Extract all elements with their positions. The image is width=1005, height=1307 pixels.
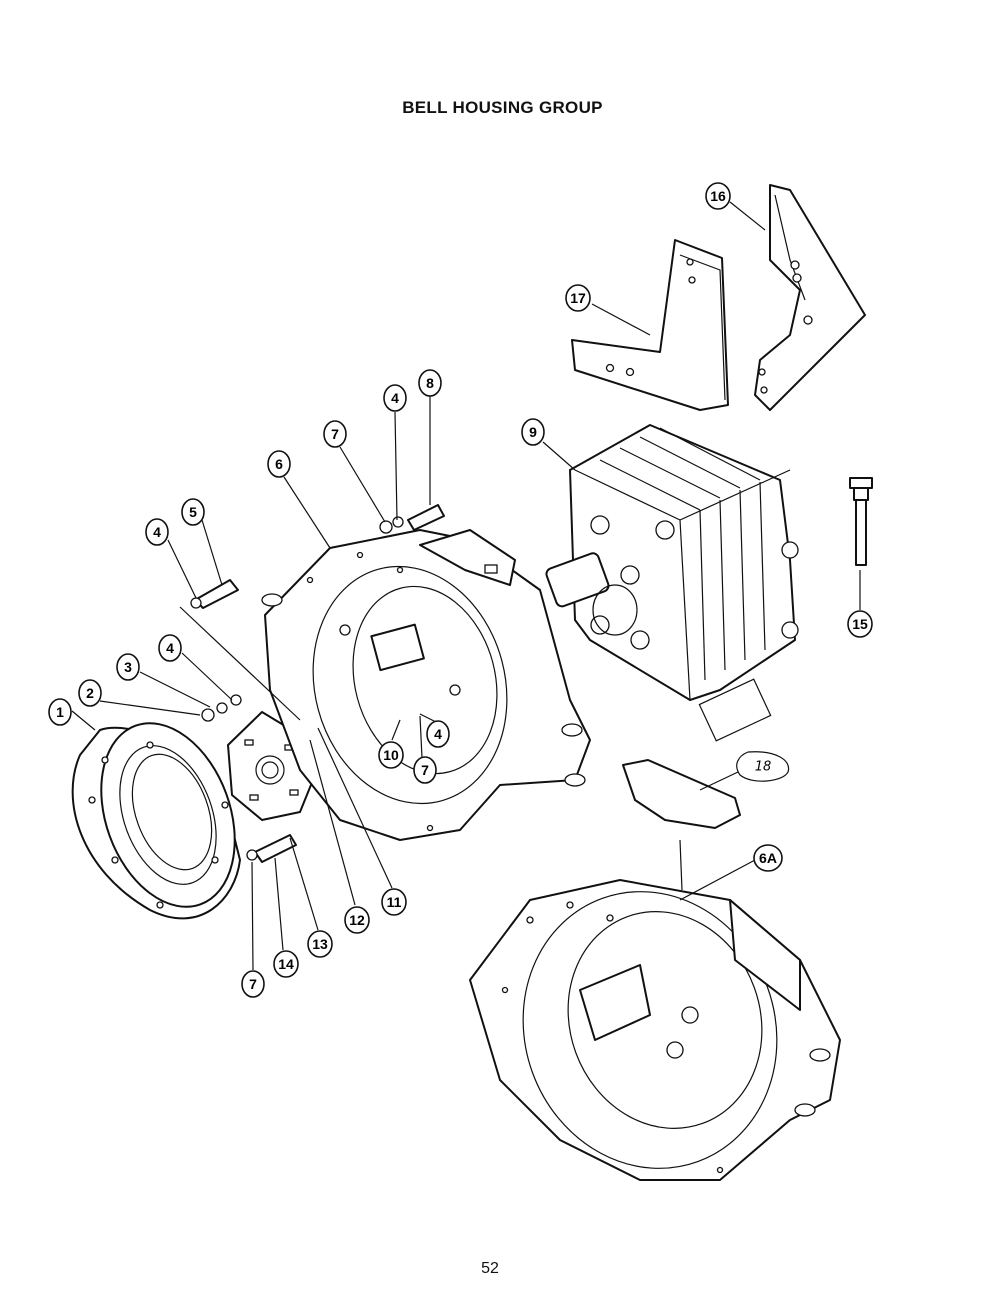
callout-label: 14 xyxy=(278,956,294,972)
callout-label: 7 xyxy=(331,426,339,442)
adapter-plate xyxy=(71,722,241,920)
callout-18-handwritten: 18 xyxy=(736,751,790,782)
callout-label: 7 xyxy=(421,762,429,778)
callout-label: 2 xyxy=(86,685,94,701)
long-bolt xyxy=(849,477,873,566)
callout-label: 15 xyxy=(852,616,868,632)
callout-label: 1 xyxy=(56,704,64,720)
callout-5: 5 xyxy=(181,498,205,526)
callout-label: 10 xyxy=(383,747,399,763)
callout-16: 16 xyxy=(705,182,731,210)
callout-4: 4 xyxy=(145,518,169,546)
callout-2: 2 xyxy=(78,679,102,707)
callout-7: 7 xyxy=(413,756,437,784)
callout-10: 10 xyxy=(378,741,404,769)
callout-9: 9 xyxy=(521,418,545,446)
callout-label: 13 xyxy=(312,936,328,952)
callout-17: 17 xyxy=(565,284,591,312)
callout-15: 15 xyxy=(847,610,873,638)
callout-label: 11 xyxy=(387,894,402,910)
bell-housing-6a xyxy=(469,879,841,1181)
callout-14: 14 xyxy=(273,950,299,978)
gasket xyxy=(622,759,741,829)
callout-4: 4 xyxy=(383,384,407,412)
callout-label: 3 xyxy=(124,659,132,675)
callout-label: 4 xyxy=(166,640,174,656)
page-number: 52 xyxy=(481,1260,499,1277)
callout-12: 12 xyxy=(344,906,370,934)
callout-8: 8 xyxy=(418,369,442,397)
callout-label: 4 xyxy=(434,726,442,742)
callout-label: 5 xyxy=(189,504,197,520)
callout-4: 4 xyxy=(426,720,450,748)
callout-11: 11 xyxy=(381,888,407,916)
callout-6a: 6A xyxy=(753,844,783,872)
leader-lines xyxy=(71,201,861,971)
page-title: BELL HOUSING GROUP xyxy=(402,98,603,117)
callout-label: 9 xyxy=(529,424,537,440)
callout-label: 16 xyxy=(710,188,726,204)
callout-7: 7 xyxy=(241,970,265,998)
callout-label: 17 xyxy=(570,290,586,306)
callout-label: 4 xyxy=(391,390,399,406)
callout-13: 13 xyxy=(307,930,333,958)
callout-3: 3 xyxy=(116,653,140,681)
callout-label: 6 xyxy=(275,456,283,472)
bracket-17 xyxy=(571,239,729,411)
callout-6: 6 xyxy=(267,450,291,478)
callout-label: 8 xyxy=(426,375,434,391)
callout-label: 4 xyxy=(153,524,161,540)
callout-label: 7 xyxy=(249,976,257,992)
callout-label: 6A xyxy=(759,850,777,866)
callout-1: 1 xyxy=(48,698,72,726)
callout-7: 7 xyxy=(323,420,347,448)
callout-label: 12 xyxy=(349,912,365,928)
callout-4: 4 xyxy=(158,634,182,662)
callout-label: 18 xyxy=(755,760,772,775)
pump-body xyxy=(545,424,799,742)
bracket-16 xyxy=(754,184,866,411)
bell-housing xyxy=(261,529,591,841)
